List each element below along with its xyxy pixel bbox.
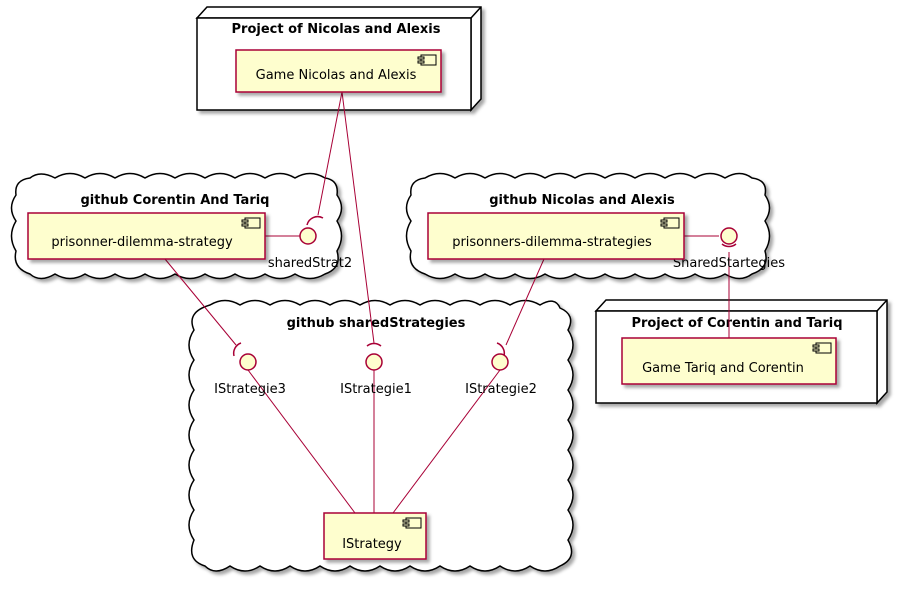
interface-label-shared-strat2: sharedStrat2	[268, 256, 352, 271]
component-label-istrategy: IStrategy	[342, 537, 402, 552]
cloud-title-github-corentin-tariq: github Corentin And Tariq	[80, 193, 269, 208]
interface-circle-icon	[239, 353, 257, 371]
component-icon	[660, 217, 680, 229]
node-title-project-corentin-tariq: Project of Corentin and Tariq	[631, 316, 842, 331]
component-icon	[417, 54, 437, 66]
interface-shared-strat2: sharedStrat2	[268, 227, 352, 271]
component-prisonner-dilemma-strategy	[27, 212, 266, 260]
component-icon	[241, 217, 261, 229]
node-title-project-nicolas-alexis: Project of Nicolas and Alexis	[232, 22, 441, 37]
component-label-game-tariq-corentin: Game Tariq and Corentin	[642, 361, 804, 376]
component-label-prisonners-dilemma-strategies: prisonners-dilemma-strategies	[452, 235, 652, 250]
links	[164, 91, 730, 514]
interface-label-shared-startegies: SharedStartegies	[673, 256, 785, 271]
component-icon	[812, 342, 832, 354]
interface-label-istrategie2: IStrategie2	[465, 382, 537, 397]
component-label-prisonner-dilemma-strategy: prisonner-dilemma-strategy	[51, 235, 233, 250]
interface-circle-icon	[365, 353, 383, 371]
sockets	[232, 215, 737, 357]
cloud-title-github-shared-strategies: github sharedStrategies	[287, 316, 466, 331]
interface-circle-icon	[299, 227, 317, 245]
cloud-title-github-nicolas-alexis: github Nicolas and Alexis	[489, 193, 675, 208]
component-label-game-nicolas-alexis: Game Nicolas and Alexis	[256, 68, 417, 83]
component-icon	[402, 517, 422, 529]
component-game-tariq-corentin	[621, 337, 837, 385]
interface-label-istrategie1: IStrategie1	[340, 382, 412, 397]
interface-istrategie2: IStrategie2	[465, 353, 537, 397]
component-prisonners-dilemma-strategies	[427, 212, 685, 260]
interface-istrategie1: IStrategie1	[340, 353, 412, 397]
component-game-nicolas-alexis	[235, 49, 442, 93]
cloud-github-shared-strategies	[188, 299, 574, 572]
interface-circle-icon	[491, 353, 509, 371]
interface-label-istrategie3: IStrategie3	[214, 382, 286, 397]
interface-istrategie3: IStrategie3	[214, 353, 286, 397]
interface-circle-icon	[720, 227, 738, 245]
interface-shared-startegies: SharedStartegies	[673, 227, 785, 271]
